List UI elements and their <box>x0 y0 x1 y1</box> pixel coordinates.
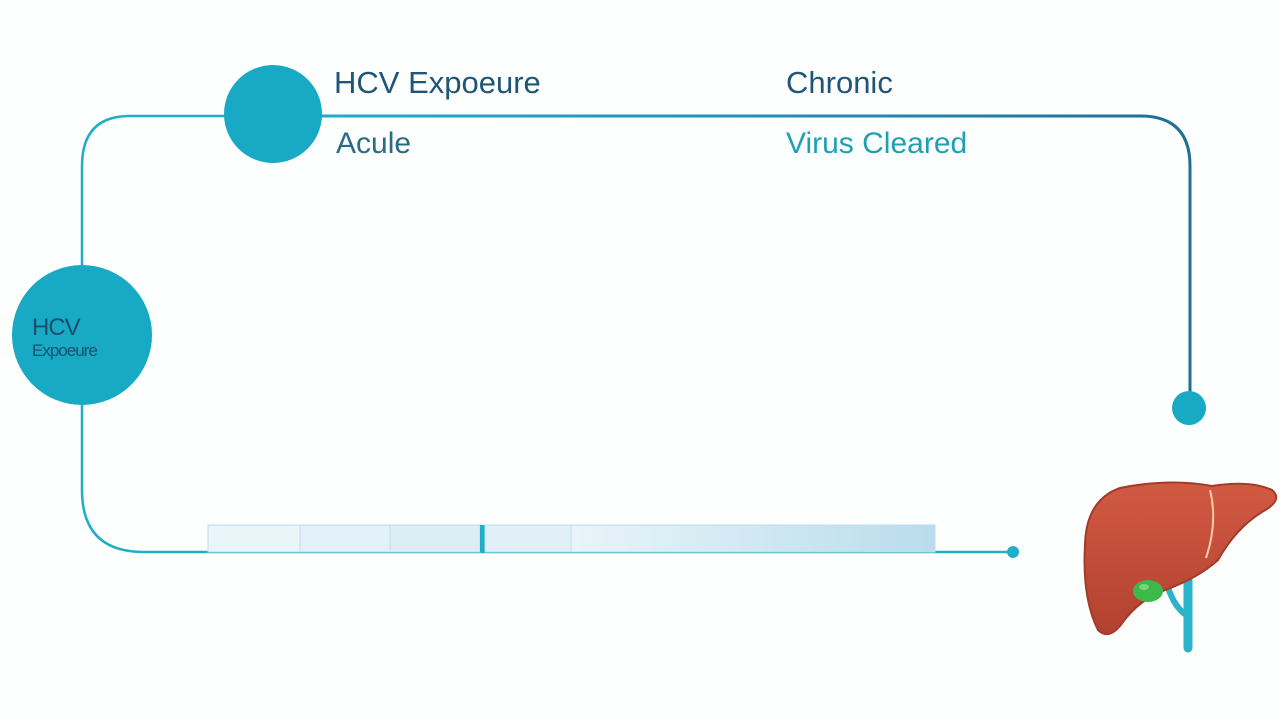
timeline-bar-segment <box>207 524 301 553</box>
timeline-bar-marker <box>480 525 485 552</box>
left-node-text: HCV Expoeure <box>18 314 148 360</box>
timeline-bar-segment <box>484 524 572 553</box>
virus-cleared-label: Virus Cleared <box>786 127 968 160</box>
liver-icon <box>1083 481 1278 653</box>
timeline-arrow-end <box>1007 546 1019 558</box>
timeline-bar <box>207 524 936 553</box>
exposure-node <box>224 65 322 163</box>
left-node <box>12 265 152 405</box>
top-connector-path <box>320 114 1192 395</box>
chronic-label: Chronic <box>786 65 893 100</box>
left-node-line2: Expoeure <box>32 341 98 360</box>
timeline-bar-segment <box>570 524 936 553</box>
timeline-bar-segment <box>389 524 481 553</box>
acute-label: Acule <box>336 127 412 160</box>
hcv-exposure-label: HCV Expoeure <box>334 65 541 100</box>
timeline-bar-segment <box>299 524 391 553</box>
timeline-loop-path <box>80 114 1008 554</box>
left-node-line1: HCV <box>32 314 81 341</box>
cleared-end-node <box>1172 391 1206 425</box>
